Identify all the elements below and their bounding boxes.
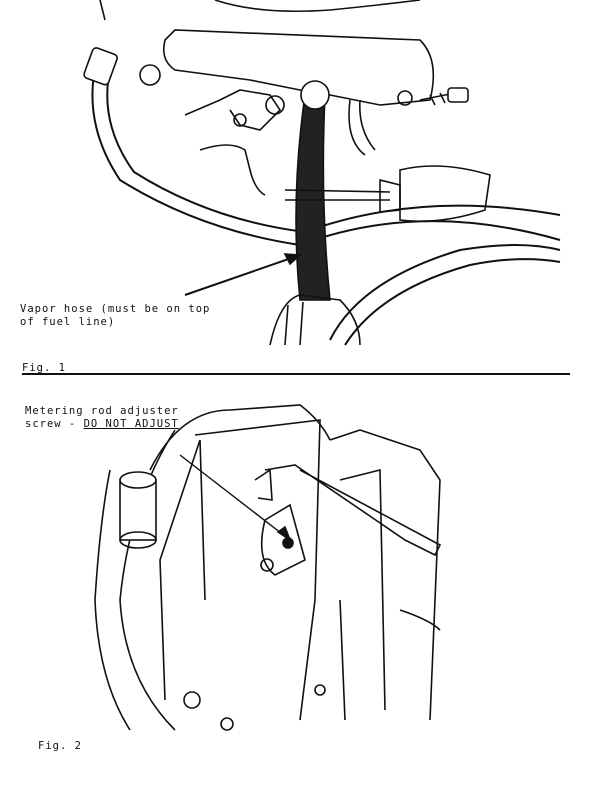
do-not-adjust-warning: DO NOT ADJUST (83, 418, 179, 430)
figure-divider (22, 373, 570, 375)
figure-2-caption: Fig. 2 (38, 740, 82, 752)
figure-2-drawing (94, 404, 442, 731)
vapor-hose-callout-line2: of fuel line) (20, 316, 116, 328)
callout-arrow-vapor-hose (184, 253, 302, 296)
vapor-hose-callout-line1: Vapor hose (must be on top (20, 303, 211, 315)
fuel-line (83, 47, 561, 346)
carburetor-illustration (99, 0, 469, 196)
vapor-hose (269, 80, 491, 346)
figure-1-caption: Fig. 1 (22, 362, 66, 374)
metering-rod-callout-line2: screw - DO NOT ADJUST (25, 418, 179, 430)
callout-prefix: screw - (25, 418, 84, 430)
metering-rod-callout-line1: Metering rod adjuster (25, 405, 179, 417)
